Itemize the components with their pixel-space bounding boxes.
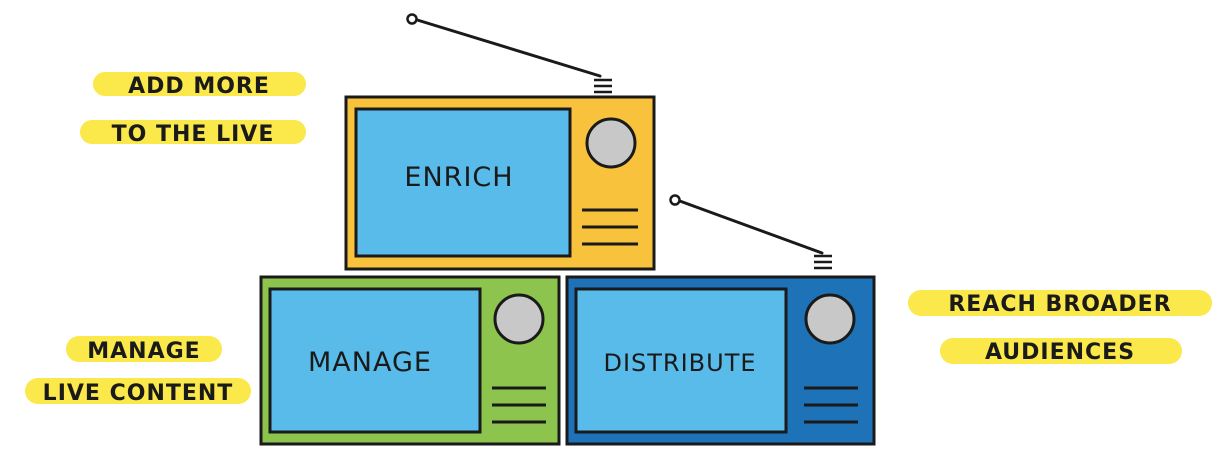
knob-icon (585, 117, 637, 169)
antenna-tip-icon (406, 13, 418, 25)
antenna-enrich (406, 13, 612, 94)
annotation-manage-line2: LIVE CONTENT (43, 381, 234, 406)
annotation-manage: MANAGE LIVE CONTENT (25, 336, 251, 406)
annotation-enrich-line2: TO THE LIVE (112, 122, 275, 147)
annotation-enrich-line1: ADD MORE (128, 74, 270, 99)
knob-icon (804, 293, 856, 345)
annotation-distribute-line1: REACH BROADER (948, 292, 1171, 317)
tv-label-distribute: DISTRIBUTE (603, 349, 756, 377)
tv-enrich: ENRICH (344, 95, 656, 271)
highlight-stroke (80, 120, 306, 144)
tv-distribute: DISTRIBUTE (565, 275, 876, 446)
tv-manage: MANAGE (259, 275, 561, 446)
annotation-distribute-line2: AUDIENCES (985, 340, 1135, 365)
tv-label-enrich: ENRICH (404, 162, 513, 193)
annotation-enrich: ADD MORE TO THE LIVE (80, 72, 306, 147)
tv-label-manage: MANAGE (308, 347, 432, 378)
antenna-distribute (669, 194, 832, 270)
highlight-stroke (940, 338, 1182, 364)
annotation-manage-line1: MANAGE (87, 339, 200, 364)
antenna-tip-icon (669, 194, 681, 206)
highlight-stroke (93, 72, 306, 96)
highlight-stroke (908, 290, 1212, 316)
highlight-stroke (25, 378, 251, 404)
annotation-distribute: REACH BROADER AUDIENCES (908, 290, 1212, 365)
highlight-stroke (66, 336, 222, 362)
tv-screen (354, 107, 572, 258)
tv-screen (268, 287, 482, 434)
tv-screen (574, 287, 788, 434)
knob-icon (493, 293, 545, 345)
